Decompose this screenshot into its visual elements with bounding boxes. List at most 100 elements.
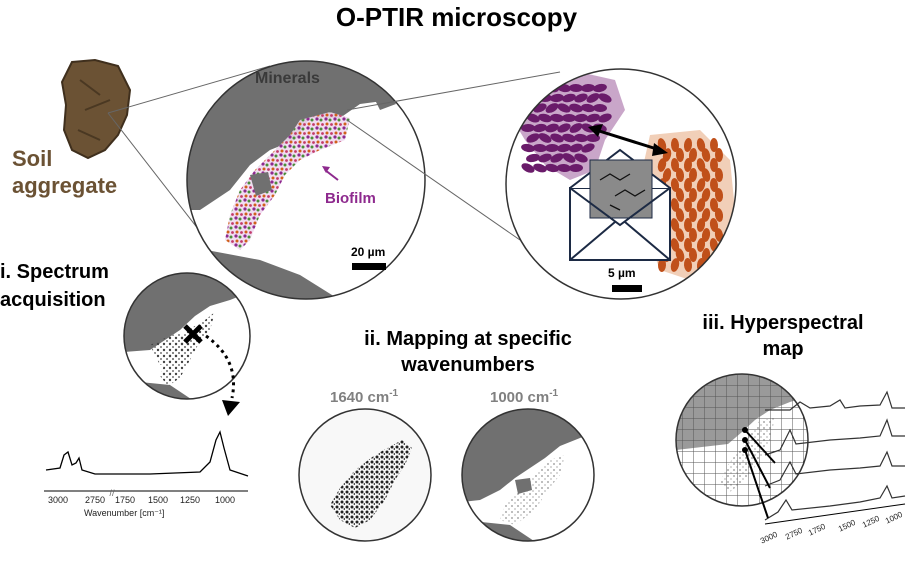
bacterial-cell xyxy=(670,198,680,212)
bacterial-cell xyxy=(557,143,571,153)
orange-cell-cluster xyxy=(657,138,724,272)
scale-bar-20um xyxy=(352,263,386,270)
bacterial-cell xyxy=(709,138,719,152)
hyperspectral-tick-label: 1750 xyxy=(807,522,827,538)
bacterial-cell xyxy=(550,153,564,163)
bacterial-cell xyxy=(574,113,588,123)
spectrum-acquisition-circle xyxy=(123,272,251,416)
bacterial-cell xyxy=(569,83,583,93)
bacterial-cell xyxy=(683,198,693,212)
hyperspectral-tick-label: 1500 xyxy=(837,518,857,534)
bacterial-cell xyxy=(545,123,559,133)
double-arrow xyxy=(588,124,668,156)
bacterial-cell xyxy=(683,158,693,172)
bacterial-cell xyxy=(593,83,607,93)
bacterial-cell xyxy=(696,218,706,232)
bacterial-cell xyxy=(701,208,711,222)
bacterial-cell xyxy=(521,143,535,153)
bacterial-cell xyxy=(550,113,564,123)
zoom-line-top xyxy=(107,65,271,114)
bacterial-cell xyxy=(696,238,706,252)
bacterial-cell xyxy=(670,158,680,172)
bacterial-cell xyxy=(683,238,693,252)
bacterial-cell xyxy=(701,148,711,162)
bacterial-cell xyxy=(688,148,698,162)
bacterial-cell xyxy=(586,113,600,123)
bacterial-cell xyxy=(521,123,535,133)
bacterial-cell xyxy=(545,103,559,113)
bacterial-cell xyxy=(701,228,711,242)
bacterial-cell xyxy=(593,103,607,113)
bacterial-cell xyxy=(714,208,724,222)
step-ii-heading: ii. Mapping at specific wavenumbers xyxy=(364,328,572,376)
bacterial-cell xyxy=(533,83,547,93)
bacterial-cell xyxy=(526,113,540,123)
measurement-point-x-icon xyxy=(183,324,203,344)
bacterial-cell xyxy=(696,158,706,172)
scale-bar-5um xyxy=(612,285,642,292)
bacterial-cell xyxy=(675,168,685,182)
bacterial-cell xyxy=(538,153,552,163)
bacterial-cell xyxy=(675,188,685,202)
bacterial-cell xyxy=(557,103,571,113)
spectrum-tick-label: 1750 xyxy=(115,495,135,505)
bacterial-cell xyxy=(569,123,583,133)
bacterial-cell xyxy=(569,163,583,173)
bacterial-cell xyxy=(709,218,719,232)
bacterial-cell xyxy=(562,133,576,143)
bacterial-cell xyxy=(675,148,685,162)
soil-aggregate-icon xyxy=(60,58,132,160)
bacterial-cell xyxy=(574,153,588,163)
bacterial-cell xyxy=(657,158,667,172)
bacterial-cell xyxy=(670,218,680,232)
bacterial-cell xyxy=(675,208,685,222)
wavenumber-1640-label: 1640 cm-1 xyxy=(330,388,399,406)
bacterial-cell xyxy=(574,93,588,103)
bacterial-cell xyxy=(709,198,719,212)
bacterial-cell xyxy=(521,163,535,173)
bacterial-cell xyxy=(598,93,612,103)
cells-circle xyxy=(505,68,737,300)
bacterial-cell xyxy=(714,188,724,202)
bacterial-cell xyxy=(569,103,583,113)
bacterial-cell xyxy=(526,93,540,103)
map-circle-1000 xyxy=(461,408,595,542)
spectrum-tick-label: 3000 xyxy=(48,495,68,505)
bacterial-cell xyxy=(550,93,564,103)
bacterial-cell xyxy=(581,143,595,153)
page-title: O-PTIR microscopy xyxy=(335,2,578,32)
bacterial-cell xyxy=(533,143,547,153)
bacterial-cell xyxy=(696,198,706,212)
spectrum-tick-label: 1500 xyxy=(148,495,168,505)
bacterial-cell xyxy=(526,153,540,163)
bacterial-cell xyxy=(670,138,680,152)
bacterial-cell xyxy=(670,178,680,192)
bacterial-cell xyxy=(714,168,724,182)
bacterial-cell xyxy=(533,163,547,173)
bacterial-cell xyxy=(586,93,600,103)
bacterial-cell xyxy=(709,158,719,172)
bacterial-cell xyxy=(557,163,571,173)
dotted-arrow xyxy=(205,334,235,399)
bacterial-cell xyxy=(683,218,693,232)
bacterial-cell xyxy=(675,228,685,242)
bacterial-cell xyxy=(662,168,672,182)
spectrum-x-axis-label: Wavenumber [cm⁻¹] xyxy=(84,508,165,518)
bacterial-cell xyxy=(526,133,540,143)
bacterial-cell xyxy=(701,188,711,202)
bacterial-cell xyxy=(688,228,698,242)
envelope-icon xyxy=(569,148,671,261)
step-i-heading: i. Spectrum acquisition xyxy=(0,261,109,311)
hyperspectral-tick-label: 1000 xyxy=(884,510,904,526)
bacterial-cell xyxy=(586,134,600,142)
bacterial-cell xyxy=(670,238,680,252)
bacterial-cell xyxy=(533,123,547,133)
bacterial-cell xyxy=(562,93,576,103)
bacterial-cell xyxy=(683,178,693,192)
bacterial-cell xyxy=(675,248,685,262)
bacterial-cell xyxy=(688,248,698,262)
bacterial-cell xyxy=(670,258,680,272)
bacterial-cell xyxy=(598,113,612,123)
soil-aggregate-label: Soil aggregate xyxy=(12,146,118,198)
